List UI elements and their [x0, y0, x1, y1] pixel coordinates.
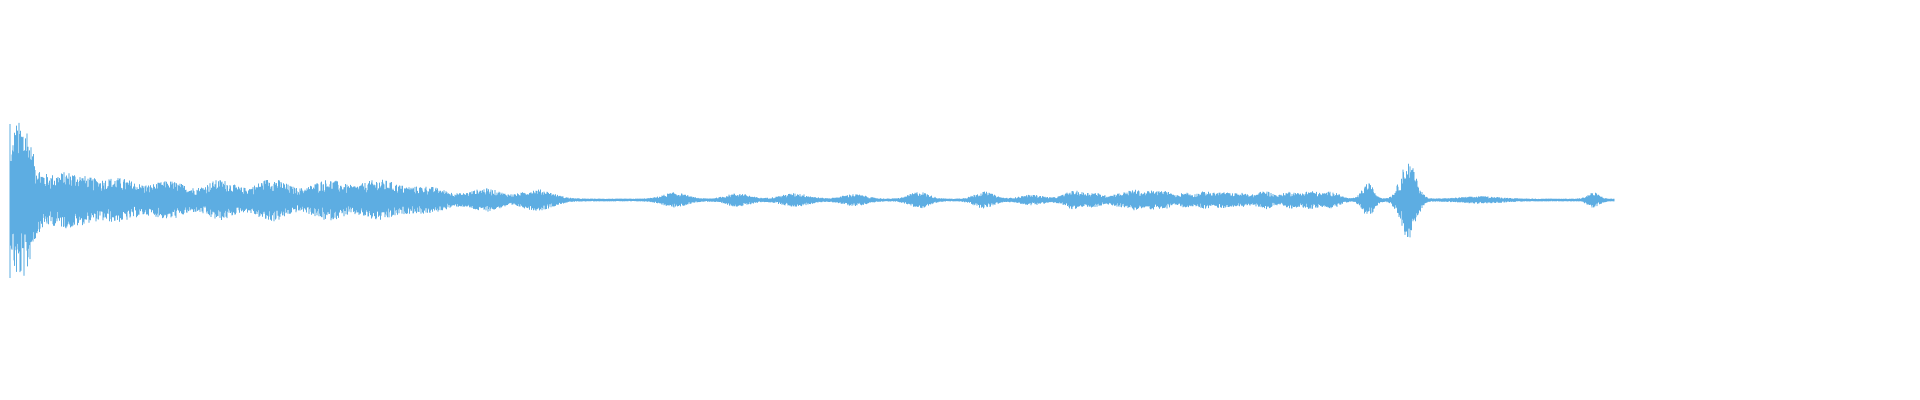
- waveform-path: [9, 122, 1615, 276]
- waveform-samples: [9, 122, 1615, 278]
